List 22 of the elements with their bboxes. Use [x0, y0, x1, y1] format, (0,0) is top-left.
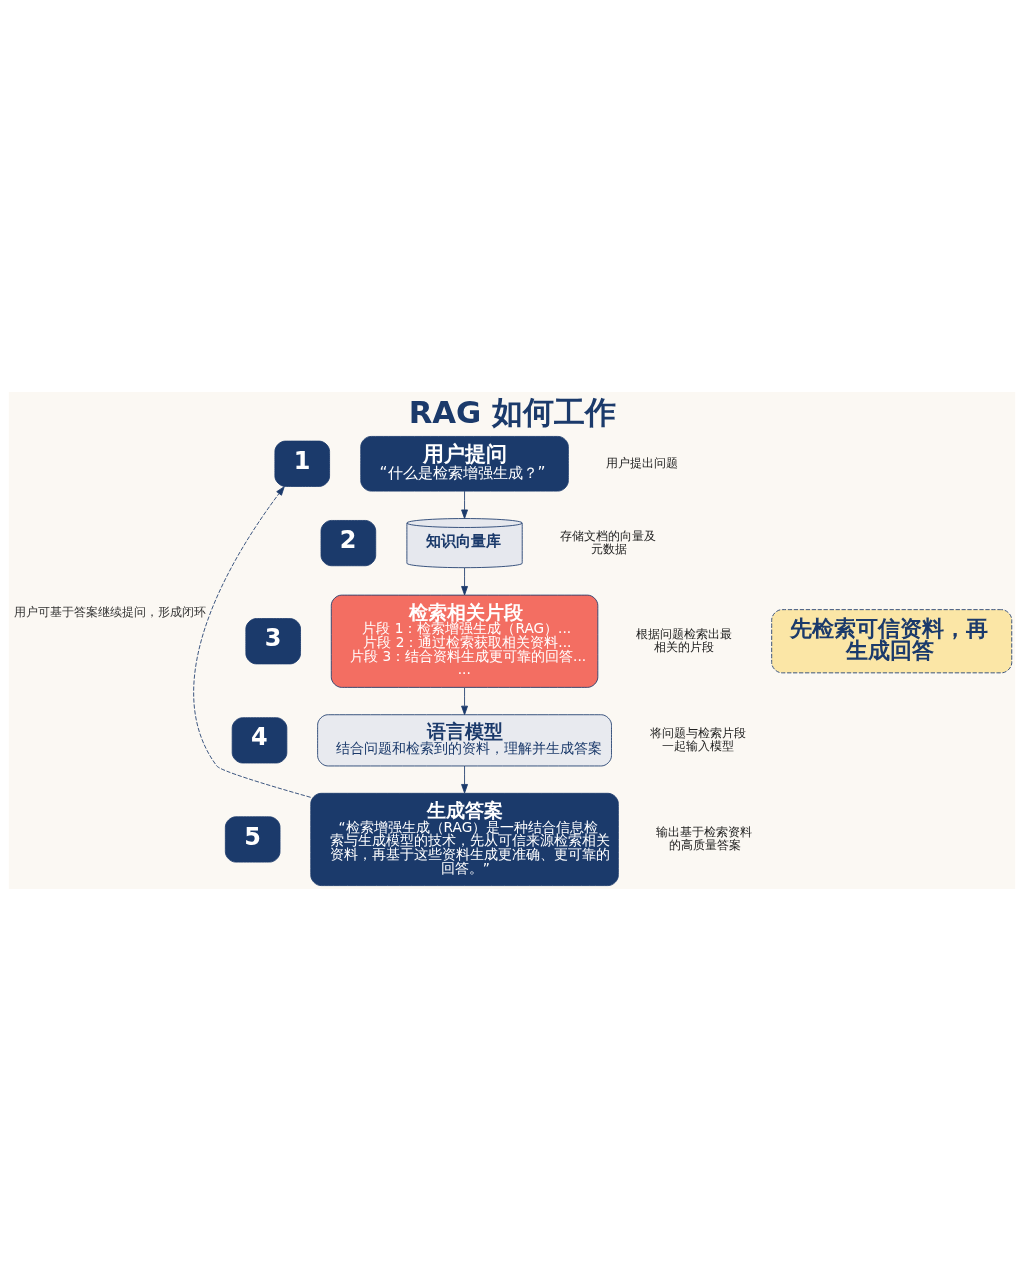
- node-label: 将问题与检索片段一起输入模型: [649, 725, 746, 753]
- node-box: 生成答案 “检索增强生成（RAG）是一种结合信息检索与生成模型的技术，先从可信来源检索相关资料，再基于这些资料生成更准确、更可靠的回答。”: [310, 792, 619, 886]
- node-box: 4: [231, 716, 288, 763]
- diagram-title: RAG 如何工作: [408, 393, 617, 430]
- arrow: [193, 485, 312, 798]
- arrow: [461, 566, 468, 595]
- arrow: [461, 490, 468, 519]
- node-label: 根据问题检索出最相关的片段: [635, 626, 732, 654]
- node-box: 5: [224, 815, 281, 862]
- node-label: 用户提出问题: [606, 455, 679, 470]
- node-label: 输出基于检索资料的高质量答案: [656, 824, 753, 852]
- arrow: [461, 686, 468, 715]
- node-box: 用户提问 “什么是检索增强生成？”: [360, 435, 569, 492]
- arrow: [461, 765, 468, 793]
- edge-label: 用户可基于答案继续提问，形成闭环: [14, 604, 207, 619]
- node-box: 1: [274, 440, 330, 487]
- node-box: 2: [320, 519, 377, 566]
- node-box: 语言模型 结合问题和检索到的资料，理解并生成答案: [317, 713, 612, 766]
- node-box: 检索相关片段 片段 1：检索增强生成（RAG）... 片段 2：通过检索获取相关资料... 片段 3：结合资料生成更可靠的回答... ...: [330, 594, 599, 688]
- node-label: 存储文档的向量及元数据: [559, 528, 656, 556]
- node-box: 3: [245, 617, 301, 664]
- node-box: 先检索可信资料，再生成回答: [771, 608, 1013, 673]
